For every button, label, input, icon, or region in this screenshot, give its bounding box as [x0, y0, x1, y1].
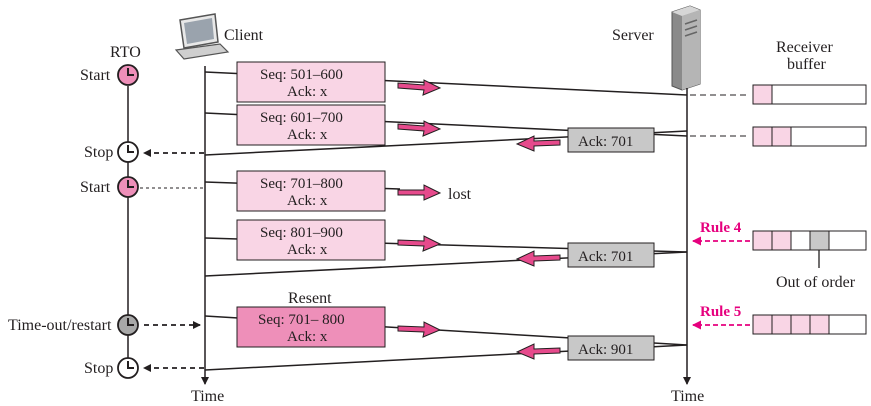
segment-ack: Ack: x	[287, 329, 328, 345]
segment-ack: Ack: x	[287, 127, 328, 143]
ack-text: Ack: 701	[578, 134, 633, 150]
segment-seq: Seq: 701–800	[260, 176, 343, 192]
segment-ack: Ack: x	[287, 242, 328, 258]
clock-icon-start	[117, 64, 139, 86]
ack-box-1: Ack: 701	[567, 127, 655, 153]
out-of-order-label: Out of order	[776, 274, 856, 291]
segment-ack: Ack: x	[287, 193, 328, 209]
segment-ack: Ack: x	[287, 84, 328, 100]
lost-label: lost	[448, 186, 472, 203]
receiver-buffer-line2: buffer	[787, 56, 826, 73]
client-time-label: Time	[191, 388, 224, 405]
rule5-label: Rule 5	[700, 304, 741, 320]
timer-start-label: Start	[80, 67, 111, 84]
segment-box-5-resent: Seq: 701– 800 Ack: x	[236, 306, 386, 348]
rto-label: RTO	[110, 44, 141, 61]
server-time-label: Time	[671, 388, 704, 405]
segment-arrow-3	[397, 184, 442, 201]
ack-box-2: Ack: 701	[567, 242, 655, 268]
timer-stop-label-2: Stop	[84, 360, 113, 377]
segment-box-2: Seq: 601–700 Ack: x	[236, 104, 386, 146]
clock-icon-stop	[117, 141, 139, 163]
clock-icon-start-2	[117, 176, 139, 198]
ack-arrow-2	[515, 250, 561, 267]
receiver-buffer-3	[752, 230, 867, 268]
segment-arrow-2	[397, 120, 442, 137]
receiver-buffer-4	[752, 314, 867, 335]
segment-box-3: Seq: 701–800 Ack: x	[236, 170, 386, 212]
segment-arrow-5	[397, 321, 442, 338]
timer-timeout-label: Time-out/restart	[8, 317, 112, 334]
timer-start-label-2: Start	[80, 179, 111, 196]
ack-arrow-3	[515, 343, 561, 360]
ack-arrows	[515, 135, 561, 360]
segment-seq: Seq: 601–700	[260, 110, 343, 126]
laptop-icon	[174, 13, 230, 60]
clock-icon-timeout	[117, 314, 139, 336]
server-icon	[671, 5, 701, 91]
segment-seq: Seq: 701– 800	[258, 312, 345, 328]
segment-box-4: Seq: 801–900 Ack: x	[236, 219, 386, 261]
ack-text: Ack: 701	[578, 249, 633, 265]
segment-seq: Seq: 801–900	[260, 225, 343, 241]
client-label: Client	[224, 27, 264, 44]
ack-box-3: Ack: 901	[567, 335, 655, 361]
receiver-buffer-line1: Receiver	[776, 39, 834, 56]
ack-text: Ack: 901	[578, 342, 633, 358]
receiver-buffer-1	[752, 84, 867, 105]
receiver-buffer-2	[752, 126, 867, 147]
rule4-label: Rule 4	[700, 220, 742, 236]
server-label: Server	[612, 27, 654, 44]
timer-stop-label: Stop	[84, 144, 113, 161]
segment-arrow-4	[397, 235, 442, 252]
segment-arrow-1	[397, 79, 442, 96]
segment-arrows	[397, 79, 442, 338]
segment-box-1: Seq: 501–600 Ack: x	[236, 61, 386, 103]
clock-icon-stop-2	[117, 357, 139, 379]
segment-seq: Seq: 501–600	[260, 67, 343, 83]
ack-arrow-1	[515, 135, 561, 152]
resent-label: Resent	[288, 290, 332, 307]
